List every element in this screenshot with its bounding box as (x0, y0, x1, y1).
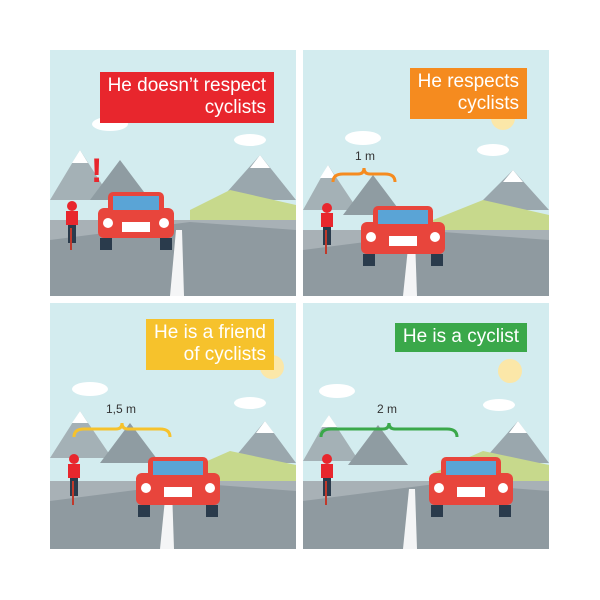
panel-label: He is a cyclist (394, 323, 527, 352)
exclamation-icon: ! (91, 152, 103, 190)
road-scene (50, 98, 296, 296)
distance-label: 1,5 m (106, 402, 137, 416)
cyclist (68, 454, 80, 505)
road-scene (303, 359, 549, 549)
curly-brace-icon (319, 422, 459, 438)
curly-brace-icon (72, 422, 172, 438)
car (361, 206, 445, 266)
road-scene (303, 106, 549, 296)
distance-label: 1 m (355, 149, 376, 163)
cyclist (321, 454, 333, 505)
car (136, 457, 220, 517)
car (429, 457, 513, 517)
panel-label: He is a friend of cyclists (146, 319, 274, 370)
car (98, 192, 174, 250)
curly-brace-icon (331, 167, 397, 183)
panel-respects: 1 m He respects cyclists (303, 50, 549, 296)
road-scene (50, 355, 296, 549)
cyclist (321, 203, 333, 254)
panel-cyclist: 2 m He is a cyclist (303, 303, 549, 549)
panel-doesnt-respect: ! He doesn’t respect cyclists (50, 50, 296, 296)
panel-friend: 1,5 m He is a friend of cyclists (50, 303, 296, 549)
panel-label: He doesn’t respect cyclists (99, 72, 274, 123)
distance-label: 2 m (377, 402, 398, 416)
panel-label: He respects cyclists (409, 68, 527, 119)
cyclist (66, 201, 78, 250)
